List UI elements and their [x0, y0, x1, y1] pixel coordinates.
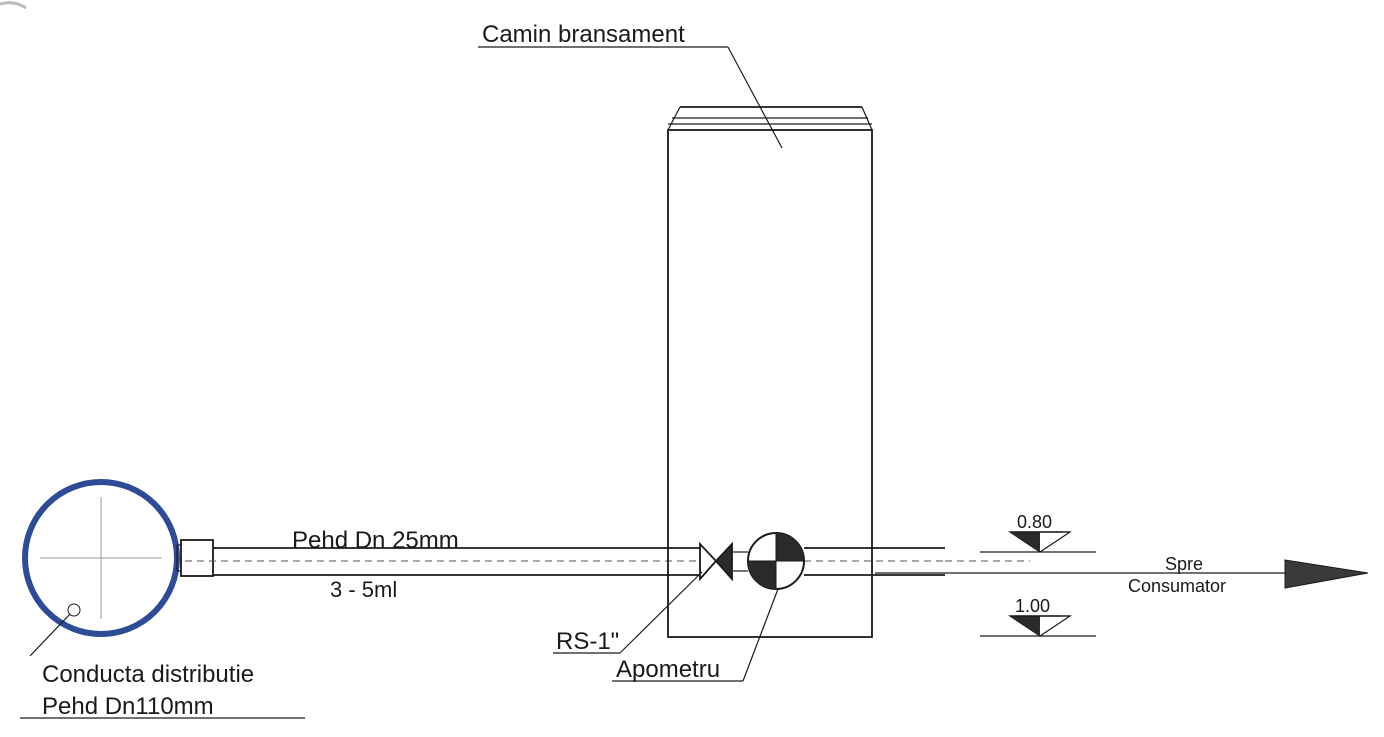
flow-arrow-icon	[1284, 559, 1369, 589]
pipe-length-label: 3 - 5ml	[330, 577, 397, 602]
level-marker-bottom	[980, 615, 1096, 637]
water-meter-symbol	[747, 532, 805, 590]
chamber-body	[667, 129, 873, 638]
direction-label-line2: Consumator	[1128, 576, 1226, 596]
valve-label: RS-1"	[556, 628, 619, 655]
chamber-label: Camin bransament	[482, 21, 685, 48]
main-pipe-label-line1: Conducta distributie	[42, 661, 254, 688]
distribution-pipe	[22, 479, 180, 637]
valve-symbol	[699, 541, 733, 582]
service-pipe	[185, 547, 1290, 576]
leader-origin-dot	[67, 603, 81, 617]
main-pipe-label-line2: Pehd Dn110mm	[42, 693, 214, 720]
direction-label-line1: Spre	[1165, 554, 1203, 574]
meter-label: Apometru	[616, 656, 720, 683]
main-pipe-leader	[29, 613, 71, 657]
scan-mark	[0, 1, 27, 10]
pipe-type-label: Pehd Dn 25mm	[292, 527, 459, 554]
valve-leader	[619, 571, 703, 654]
level-bottom-label: 1.00	[1015, 596, 1050, 616]
level-top-label: 0.80	[1017, 512, 1052, 532]
branch-chamber	[667, 106, 873, 638]
meter-leader	[742, 588, 779, 682]
chamber-leader	[727, 46, 783, 149]
saddle-fitting	[180, 539, 214, 577]
level-marker-top	[980, 531, 1096, 553]
